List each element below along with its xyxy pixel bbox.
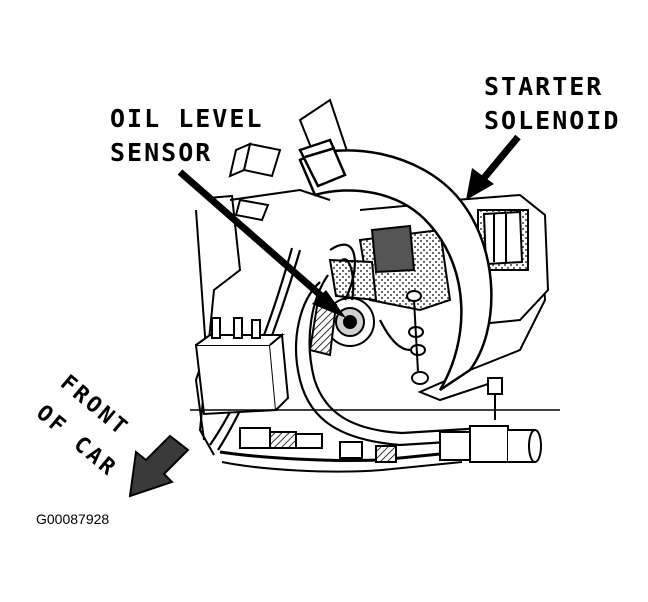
front-of-car-arrow-icon — [128, 434, 190, 498]
oil-level-sensor-arrow — [177, 169, 346, 318]
fasteners — [406, 290, 429, 385]
starter-solenoid-arrow — [466, 134, 521, 200]
curved-hose — [298, 138, 493, 392]
lower-harness — [219, 425, 542, 473]
starter-solenoid-label-line1: STARTER — [484, 72, 604, 101]
figure-id: G00087928 — [36, 511, 110, 527]
oil-level-sensor-label-line2: SENSOR — [110, 138, 213, 167]
oil-level-sensor-label-line1: OIL LEVEL — [110, 104, 264, 133]
relay-box — [194, 142, 290, 416]
starter-solenoid-label-line2: SOLENOID — [484, 106, 621, 135]
bolt — [487, 377, 503, 420]
